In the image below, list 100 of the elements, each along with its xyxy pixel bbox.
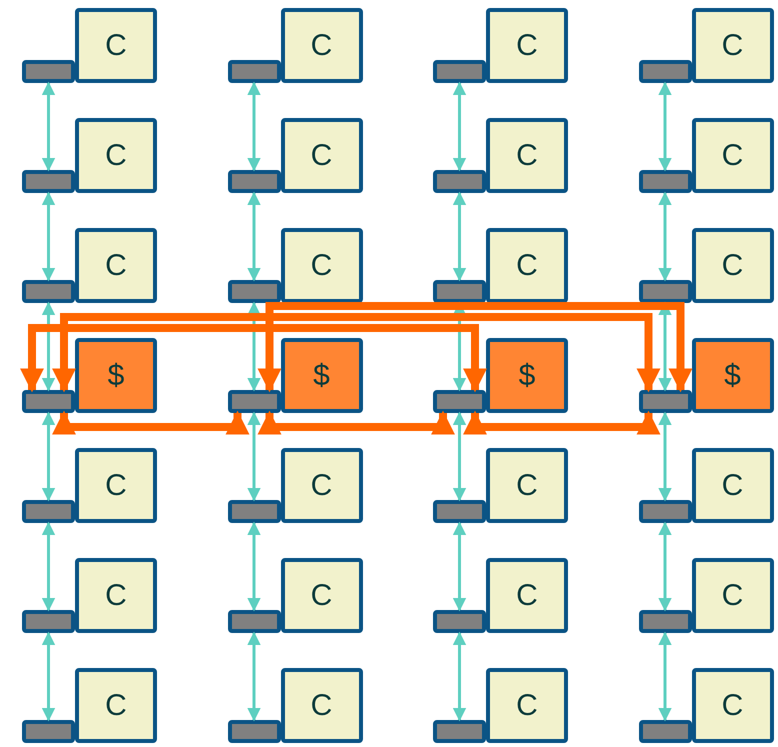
server-label: $ xyxy=(108,360,124,390)
server-label: C xyxy=(722,250,744,280)
server-label: C xyxy=(310,140,332,170)
switch-bar xyxy=(638,610,692,633)
traffic-arrow xyxy=(258,302,692,392)
link-arrow xyxy=(452,192,466,282)
server-box xyxy=(692,8,774,83)
server-box xyxy=(692,118,774,193)
link-arrow xyxy=(452,82,466,172)
server-label: C xyxy=(722,470,744,500)
server-label: C xyxy=(105,250,127,280)
server-box xyxy=(280,558,362,633)
server-box xyxy=(280,118,362,193)
switch-bar xyxy=(22,280,75,303)
switch-bar xyxy=(433,60,486,83)
server-box xyxy=(486,338,568,413)
switch-bar xyxy=(433,500,486,523)
server-box xyxy=(486,668,568,743)
server-box xyxy=(75,228,157,303)
server-box xyxy=(75,558,157,633)
server-label: C xyxy=(310,250,332,280)
link-arrow xyxy=(42,302,56,392)
switch-bar xyxy=(433,720,486,743)
link-arrow xyxy=(42,632,56,722)
server-label: $ xyxy=(313,360,330,390)
traffic-arrow xyxy=(52,410,250,435)
server-label: C xyxy=(105,470,127,500)
server-box xyxy=(692,668,774,743)
server-box xyxy=(692,448,774,523)
link-arrow xyxy=(247,412,261,502)
link-arrow xyxy=(452,412,466,502)
server-label: $ xyxy=(518,360,536,390)
server-label: C xyxy=(310,580,332,610)
server-label: C xyxy=(516,470,538,500)
server-label: C xyxy=(516,140,538,170)
server-label: C xyxy=(722,30,744,60)
server-box xyxy=(280,228,362,303)
server-label: C xyxy=(722,690,744,720)
link-arrow xyxy=(658,82,672,172)
traffic-arrow xyxy=(20,324,487,392)
server-label: $ xyxy=(724,360,741,390)
server-label: C xyxy=(722,580,744,610)
traffic-arrow xyxy=(463,410,660,435)
server-label: C xyxy=(722,140,744,170)
switch-bar xyxy=(638,60,692,83)
server-box xyxy=(692,338,774,413)
traffic-arrow xyxy=(52,313,660,392)
link-arrow xyxy=(42,192,56,282)
link-arrow xyxy=(42,522,56,612)
link-arrow xyxy=(658,522,672,612)
server-box xyxy=(486,8,568,83)
link-arrow xyxy=(658,632,672,722)
server-label: C xyxy=(105,580,127,610)
server-label: C xyxy=(310,30,332,60)
switch-bar xyxy=(638,280,692,303)
switch-bar xyxy=(228,390,280,413)
link-arrow xyxy=(247,82,261,172)
switch-bar xyxy=(228,610,280,633)
server-box xyxy=(486,448,568,523)
server-label: C xyxy=(105,690,127,720)
link-arrow xyxy=(247,632,261,722)
switch-bar xyxy=(433,390,486,413)
switch-bar xyxy=(228,170,280,193)
server-box xyxy=(486,558,568,633)
switch-bar xyxy=(433,170,486,193)
server-label: C xyxy=(516,690,538,720)
traffic-arrow xyxy=(258,410,455,435)
server-label: C xyxy=(516,30,538,60)
switch-bar xyxy=(638,390,692,413)
switch-bar xyxy=(22,610,75,633)
link-arrow xyxy=(247,302,261,392)
server-label: C xyxy=(516,250,538,280)
server-label: C xyxy=(310,470,332,500)
link-arrow xyxy=(42,412,56,502)
switch-bar xyxy=(228,720,280,743)
switch-bar xyxy=(433,610,486,633)
server-box xyxy=(280,668,362,743)
switch-bar xyxy=(433,280,486,303)
server-box xyxy=(486,118,568,193)
switch-bar xyxy=(22,170,75,193)
switch-bar xyxy=(22,500,75,523)
switch-bar xyxy=(638,500,692,523)
server-box xyxy=(75,668,157,743)
switch-bar xyxy=(228,280,280,303)
link-arrow xyxy=(452,522,466,612)
server-box xyxy=(692,228,774,303)
switch-bar xyxy=(228,60,280,83)
server-box xyxy=(75,118,157,193)
switch-bar xyxy=(228,500,280,523)
server-box xyxy=(692,558,774,633)
link-arrow xyxy=(452,632,466,722)
server-box xyxy=(280,8,362,83)
server-box xyxy=(486,228,568,303)
server-label: C xyxy=(516,580,538,610)
server-box xyxy=(75,448,157,523)
server-label: C xyxy=(105,140,127,170)
link-arrow xyxy=(247,522,261,612)
server-box xyxy=(75,338,157,413)
link-arrow xyxy=(658,412,672,502)
server-box xyxy=(280,448,362,523)
